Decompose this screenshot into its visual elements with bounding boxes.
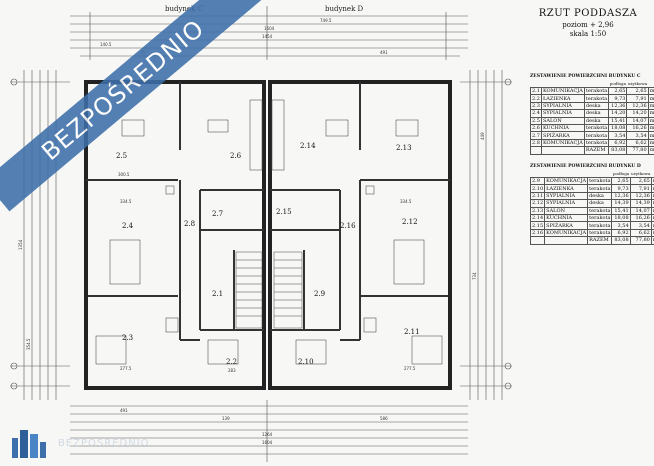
table-c-heading: ZESTAWIENIE POWIERZCHNI BUDYNKU C	[530, 74, 641, 79]
area-table-c: ZESTAWIENIE POWIERZCHNI BUDYNKU C podłog…	[530, 74, 654, 155]
top-dimension-lines: 1604 749.5 140.5 75 1454 491	[70, 6, 468, 60]
right-dimension-lines: 734 449	[460, 70, 512, 400]
interior-walls-c	[86, 82, 264, 341]
dim-room-c: 277.5	[120, 366, 132, 371]
dim-bottom-a: 491	[120, 408, 128, 413]
area-table-d: ZESTAWIENIE POWIERZCHNI BUDYNKU D podłog…	[529, 164, 654, 245]
dim-bottom-c: 1604	[262, 440, 273, 445]
room-2-1: 2.1	[212, 290, 223, 298]
building-logo-icon	[12, 430, 46, 458]
building-c-label: budynek C	[165, 5, 203, 13]
room-2-13: 2.13	[396, 144, 412, 152]
dim-right-b: 449	[480, 132, 485, 140]
room-2-5: 2.5	[116, 152, 127, 160]
room-2-11: 2.11	[404, 328, 420, 336]
room-2-15: 2.15	[276, 208, 292, 216]
building-d-label: budynek D	[325, 5, 364, 13]
dim-top-b: 749.5	[320, 18, 332, 23]
room-2-12: 2.12	[402, 218, 418, 226]
dim-top-a: 1604	[264, 26, 275, 31]
room-2-9: 2.9	[314, 290, 325, 298]
interior-walls-d	[270, 82, 450, 341]
dim-room-e: 334.5	[400, 199, 412, 204]
room-2-8: 2.8	[184, 220, 195, 228]
room-2-7: 2.7	[212, 210, 223, 218]
outer-walls	[84, 80, 452, 390]
title-block: RZUT PODDASZA poziom + 2,96 skala 1:50	[524, 2, 652, 48]
dim-top-e: 1454	[262, 34, 273, 39]
dim-room-d: 283	[228, 368, 236, 373]
dim-top-f: 491	[380, 50, 388, 55]
dim-bottom-d: 139	[222, 416, 230, 421]
table-d-heading: ZESTAWIENIE POWIERZCHNI BUDYNKU D	[530, 164, 641, 169]
dim-top-c: 140.5	[100, 42, 112, 47]
room-2-6: 2.6	[230, 152, 242, 160]
room-dimensions: 300.5 334.5 277.5 283 334.5 277.5	[118, 172, 416, 373]
plan-level: poziom + 2,96	[562, 21, 614, 29]
staircase-d	[273, 251, 303, 329]
dim-room-f: 277.5	[404, 366, 416, 371]
room-labels: 2.5 2.6 2.7 2.8 2.4 2.1 2.3 2.2 2.14 2.1…	[116, 142, 420, 366]
dim-left-a: 1354	[18, 239, 23, 250]
room-2-2: 2.2	[226, 358, 237, 366]
dim-bottom-e: 586	[380, 416, 388, 421]
dim-bottom-b: 1264	[262, 432, 273, 437]
dim-left-b: 354.5	[26, 338, 31, 350]
room-2-14: 2.14	[300, 142, 316, 150]
dim-room-a: 300.5	[118, 172, 130, 177]
room-2-3: 2.3	[122, 334, 133, 342]
furniture	[95, 99, 443, 365]
room-2-16: 2.16	[340, 222, 356, 230]
watermark-text: BEZPOŚREDNIO	[58, 438, 150, 449]
dim-right-a: 734	[472, 272, 477, 280]
bottom-dimension-lines: 491 1264 1604 139 586	[70, 400, 468, 462]
dim-room-b: 334.5	[120, 199, 132, 204]
room-2-4: 2.4	[122, 222, 134, 230]
staircase-c	[235, 251, 263, 329]
plan-title: RZUT PODDASZA	[538, 8, 638, 19]
plan-scale: skala 1:50	[569, 30, 607, 38]
room-2-10: 2.10	[298, 358, 314, 366]
